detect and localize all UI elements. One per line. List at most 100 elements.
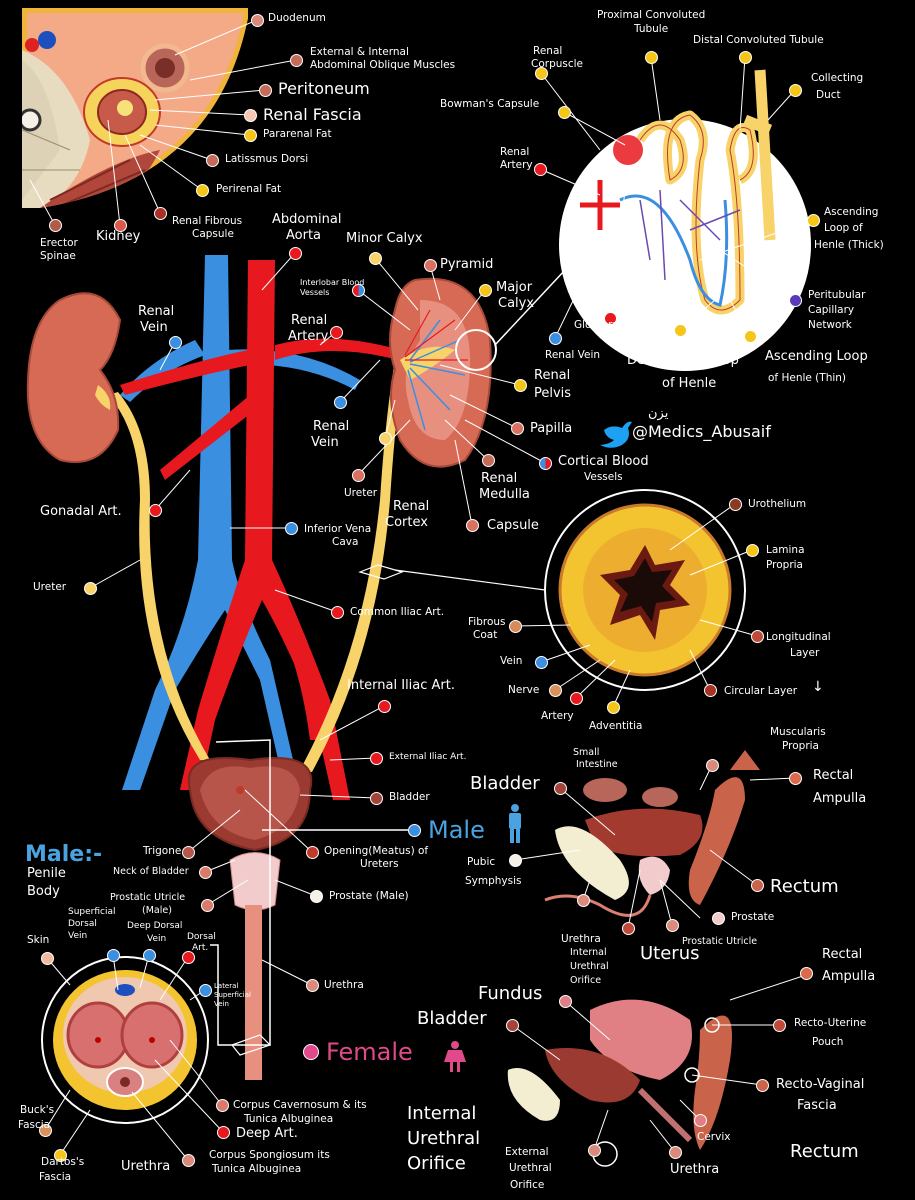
label-renal-pelvis-2: Pelvis [534, 386, 572, 401]
label-lateral-sup-1: Lateral [214, 982, 239, 990]
label-ivc-1: Inferior Vena [304, 523, 372, 535]
label-fibrous-2: Coat [473, 629, 498, 641]
right-kidney [389, 269, 566, 468]
label-external-iliac: External Iliac Art. [389, 752, 467, 762]
label-ureter-mid: Ureter [344, 487, 378, 499]
label-bowmans: Bowman's Capsule [440, 98, 540, 110]
label-rectum-m: Rectum [770, 876, 839, 897]
collecting-dot [789, 84, 802, 97]
label-muscularis-1: Muscularis [770, 726, 826, 738]
label-asc-thin-1: Ascending Loop [765, 349, 868, 364]
proximal-dot [645, 51, 658, 64]
label-aorta-1: Abdominal [272, 212, 342, 227]
label-renal-corpuscle-2: Corpuscle [531, 58, 584, 70]
label-peritubular-2: Capillary [808, 304, 855, 316]
pararenal-fat-dot [244, 129, 257, 142]
label-twitter: @Medics_Abusaif [632, 422, 771, 441]
renal-artery-mid-dot [330, 326, 343, 339]
twitter-bird-icon [600, 421, 632, 448]
internal-urethral-m-dot [622, 922, 635, 935]
label-superficial-dorsal-1: Superficial [68, 907, 116, 917]
ureter-cross-section [358, 489, 746, 691]
label-bucks-2: Fascia [18, 1119, 51, 1131]
cortical-dot [539, 457, 552, 470]
label-internal-urethral-f-3: Orifice [407, 1153, 466, 1174]
renal-vein-left-dot [169, 336, 182, 349]
label-renal-artery-mid-1: Renal [291, 313, 328, 328]
label-papilla: Papilla [530, 421, 573, 436]
vein-ureter-dot [535, 656, 548, 669]
glomerulus-dot [604, 312, 617, 325]
label-glomerulus: Glomerulus [574, 319, 635, 331]
label-external-urethral-3: Orifice [510, 1179, 545, 1191]
label-urethra-main: Urethra [324, 979, 364, 991]
label-adventitia: Adventitia [589, 720, 643, 732]
label-recto-uterine-1: Recto-Uterine [794, 1017, 867, 1029]
renal-corpuscle-dot [535, 67, 548, 80]
oblique-dot [290, 54, 303, 67]
label-asc-thick-2: Loop of [824, 222, 863, 234]
label-capsule: Capsule [487, 518, 539, 533]
label-rectum-f: Rectum [790, 1141, 859, 1162]
label-corpus-cav-1: Corpus Cavernosum & its [233, 1099, 367, 1111]
label-dartos-1: Dartos's [41, 1156, 85, 1168]
pubic-dot [509, 854, 522, 867]
lateral-sup-dot [199, 984, 212, 997]
label-muscularis-2: Propria [782, 740, 819, 752]
label-ureter-left: Ureter [33, 581, 67, 593]
prostatic-utricle-m-dot [666, 919, 679, 932]
renal-fibrous-dot [154, 207, 167, 220]
label-urothelium: Urothelium [748, 498, 807, 510]
label-female-heading: Female [326, 1038, 413, 1066]
label-corpus-spong-1: Corpus Spongiosum its [209, 1149, 330, 1161]
urethra-f-dot [669, 1146, 682, 1159]
label-renal-artery-mid-2: Artery [288, 329, 329, 344]
label-uterus: Uterus [640, 943, 700, 964]
rectal-amp-f-dot [800, 967, 813, 980]
label-prostate-m: Prostate [731, 911, 775, 923]
label-asc-thin-2: of Henle (Thin) [768, 372, 847, 384]
label-skin: Skin [27, 934, 50, 946]
label-desc-loop-2: of Henle [662, 376, 717, 391]
label-pubic-2: Symphysis [465, 875, 522, 887]
label-peritubular-3: Network [808, 319, 852, 331]
renal-cortex-dot [352, 469, 365, 482]
external-iliac-dot [370, 752, 383, 765]
label-oblique-1: External & Internal [310, 46, 409, 58]
label-distal: Distal Convoluted Tubule [693, 34, 824, 46]
label-nerve: Nerve [508, 684, 540, 696]
distal-dot [739, 51, 752, 64]
label-rectal-amp-m-1: Rectal [813, 768, 854, 783]
bucks-dot [39, 1124, 52, 1137]
label-vein-ureter: Vein [500, 655, 523, 667]
label-cortical-2: Vessels [584, 471, 623, 483]
circular-dot [704, 684, 717, 697]
deep-art-dot [217, 1126, 230, 1139]
label-renal-cortex-2: Cortex [385, 515, 428, 530]
label-dartos-2: Fascia [39, 1171, 72, 1183]
label-bucks-1: Buck's [20, 1104, 55, 1116]
nerve-dot [549, 684, 562, 697]
arrow-down-icon: ↓ [812, 679, 824, 695]
label-male-heading: Male [428, 816, 485, 844]
label-recto-uterine-2: Pouch [812, 1036, 844, 1048]
label-internal-urethral-m-3: Orifice [570, 975, 602, 986]
label-dorsal-art-1: Dorsal [187, 932, 216, 942]
leader-lines [29, 19, 814, 1161]
label-lateral-sup-3: Vein [214, 1000, 229, 1008]
label-longitudinal-2: Layer [790, 647, 820, 659]
external-urethral-dot [588, 1144, 601, 1157]
great-vessels [120, 255, 400, 800]
left-kidney [26, 292, 122, 463]
label-asc-thick-1: Ascending [824, 206, 879, 218]
label-renal-vein-mid-2: Vein [311, 435, 339, 450]
label-rectal-amp-f-1: Rectal [822, 947, 863, 962]
label-bladder-f: Bladder [417, 1008, 487, 1029]
label-deep-dorsal-1: Deep Dorsal [127, 921, 183, 931]
label-small-int-2: Intestine [576, 759, 618, 770]
male-link-dot [408, 824, 421, 837]
label-cervix: Cervix [697, 1131, 731, 1143]
peritoneum-dot [259, 84, 272, 97]
label-minor-calyx: Minor Calyx [346, 231, 423, 246]
